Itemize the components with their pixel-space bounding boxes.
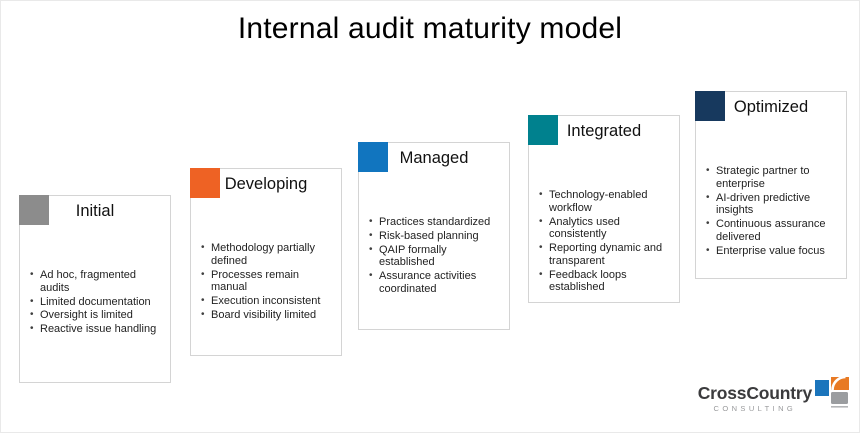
bullet-item: Processes remain manual <box>200 269 337 295</box>
stage-color-swatch <box>358 142 388 172</box>
bullet-item: Reporting dynamic and transparent <box>538 242 675 268</box>
stage-header: Developing <box>190 168 341 199</box>
bullet-item: Continuous assurance delivered <box>705 218 842 244</box>
stage-bullet-list: Technology-enabled workflow Analytics us… <box>529 189 679 294</box>
crosscountry-logo-icon <box>815 376 849 408</box>
stage-color-swatch <box>19 195 49 225</box>
stage-card-integrated: Integrated Technology-enabled workflow A… <box>528 115 680 303</box>
bullet-item: Execution inconsistent <box>200 295 337 308</box>
stage-card-initial: Initial Ad hoc, fragmented audits Limite… <box>19 195 171 383</box>
bullet-item: Board visibility limited <box>200 309 337 322</box>
stage-header: Managed <box>358 142 509 173</box>
bullet-item: Strategic partner to enterprise <box>705 165 842 191</box>
stage-title: Developing <box>224 174 308 193</box>
stage-color-swatch <box>695 91 725 121</box>
bullet-item: Oversight is limited <box>29 309 166 322</box>
stage-card-developing: Developing Methodology partially defined… <box>190 168 342 356</box>
bullet-item: Methodology partially defined <box>200 242 337 268</box>
bullet-item: Practices standardized <box>368 216 505 229</box>
bullet-item: Feedback loops established <box>538 269 675 295</box>
bullet-item: Limited documentation <box>29 296 166 309</box>
bullet-item: Assurance activities coordinated <box>368 270 505 296</box>
stage-header: Initial <box>19 195 170 226</box>
stage-bullet-list: Ad hoc, fragmented audits Limited docume… <box>20 269 170 336</box>
stage-header: Optimized <box>695 91 846 122</box>
stage-header: Integrated <box>528 115 679 146</box>
stage-bullet-list: Methodology partially defined Processes … <box>191 242 341 322</box>
stage-card-optimized: Optimized Strategic partner to enterpris… <box>695 91 847 279</box>
stage-bullet-list: Practices standardized Risk-based planni… <box>359 216 509 296</box>
brand-name: CrossCountry <box>697 383 812 403</box>
bullet-item: Reactive issue handling <box>29 323 166 336</box>
stage-color-swatch <box>528 115 558 145</box>
brand-text: CrossCountry CONSULTING <box>697 383 812 413</box>
bullet-item: AI-driven predictive insights <box>705 192 842 218</box>
bullet-item: Ad hoc, fragmented audits <box>29 269 166 295</box>
stage-card-managed: Managed Practices standardized Risk-base… <box>358 142 510 330</box>
stage-bullet-list: Strategic partner to enterprise AI-drive… <box>696 165 846 257</box>
brand-logo: CrossCountry CONSULTING <box>698 376 849 412</box>
stage-title: Managed <box>399 148 469 167</box>
stage-title: Integrated <box>566 121 642 140</box>
stage-title: Initial <box>75 201 115 220</box>
bullet-item: Enterprise value focus <box>705 245 842 258</box>
brand-subtitle: CONSULTING <box>713 403 797 413</box>
bullet-item: QAIP formally established <box>368 244 505 270</box>
bullet-item: Risk-based planning <box>368 230 505 243</box>
stage-color-swatch <box>190 168 220 198</box>
stage-title: Optimized <box>733 97 809 116</box>
page-title: Internal audit maturity model <box>237 12 623 45</box>
bullet-item: Analytics used consistently <box>538 216 675 242</box>
bullet-item: Technology-enabled workflow <box>538 189 675 215</box>
